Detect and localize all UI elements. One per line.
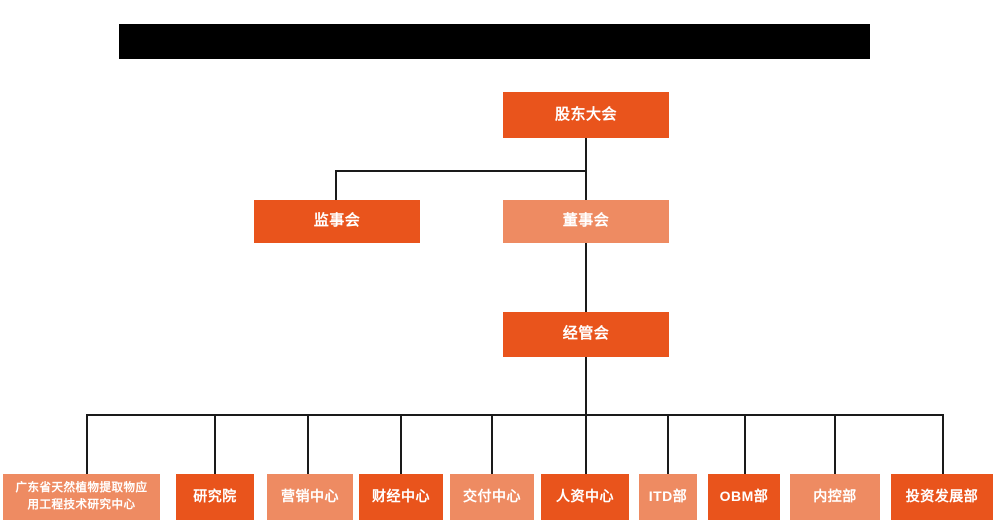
node-management-committee[interactable]: 经管会 xyxy=(503,312,669,357)
node-dept-internal-control-label: 内控部 xyxy=(813,488,857,505)
node-dept-obm[interactable]: OBM部 xyxy=(708,474,780,520)
node-shareholders-meeting[interactable]: 股东大会 xyxy=(503,92,669,138)
node-supervisory-board-label: 监事会 xyxy=(313,212,361,230)
connector-board-down xyxy=(585,170,587,201)
node-dept-hr-center[interactable]: 人资中心 xyxy=(541,474,629,520)
node-dept-investment-development-label: 投资发展部 xyxy=(905,488,979,505)
node-management-committee-label: 经管会 xyxy=(562,325,610,343)
node-dept-research-institute[interactable]: 研究院 xyxy=(176,474,254,520)
node-dept-finance-center[interactable]: 财经中心 xyxy=(359,474,443,520)
connector-drop-8 xyxy=(744,414,746,474)
connector-drop-1 xyxy=(86,414,88,474)
connector-management-down xyxy=(585,357,587,415)
connector-department-bus xyxy=(86,414,944,416)
node-dept-internal-control[interactable]: 内控部 xyxy=(790,474,880,520)
connector-drop-10 xyxy=(942,414,944,474)
node-dept-finance-center-label: 财经中心 xyxy=(372,488,430,505)
node-dept-obm-label: OBM部 xyxy=(719,488,769,505)
node-shareholders-meeting-label: 股东大会 xyxy=(554,105,617,123)
node-dept-delivery-center[interactable]: 交付中心 xyxy=(450,474,534,520)
connector-board-to-management xyxy=(585,242,587,312)
redacted-title-text xyxy=(119,24,870,59)
connector-drop-6 xyxy=(585,414,587,474)
connector-drop-9 xyxy=(834,414,836,474)
connector-drop-7 xyxy=(667,414,669,474)
node-dept-guangdong-research-center-label-line2: 用工程技术研究中心 xyxy=(27,499,136,511)
node-dept-marketing-center-label: 营销中心 xyxy=(281,488,339,505)
connector-supervisory-down xyxy=(335,170,337,201)
node-dept-guangdong-research-center-label-line1: 广东省天然植物提取物应 xyxy=(15,482,148,495)
node-dept-marketing-center[interactable]: 营销中心 xyxy=(267,474,353,520)
connector-drop-5 xyxy=(491,414,493,474)
connector-shareholders-down xyxy=(585,138,587,172)
node-dept-guangdong-research-center[interactable]: 广东省天然植物提取物应 用工程技术研究中心 xyxy=(3,474,160,520)
node-dept-itd[interactable]: ITD部 xyxy=(639,474,697,520)
node-dept-research-institute-label: 研究院 xyxy=(193,488,237,505)
node-board-of-directors[interactable]: 董事会 xyxy=(503,200,669,243)
connector-row2-bus xyxy=(335,170,587,172)
node-dept-itd-label: ITD部 xyxy=(648,488,688,505)
node-dept-hr-center-label: 人资中心 xyxy=(556,488,614,505)
node-supervisory-board[interactable]: 监事会 xyxy=(254,200,420,243)
node-dept-investment-development[interactable]: 投资发展部 xyxy=(891,474,993,520)
connector-drop-4 xyxy=(400,414,402,474)
connector-drop-3 xyxy=(307,414,309,474)
node-dept-delivery-center-label: 交付中心 xyxy=(463,488,521,505)
node-board-of-directors-label: 董事会 xyxy=(562,212,610,230)
redacted-title-banner xyxy=(119,24,870,59)
connector-drop-2 xyxy=(214,414,216,474)
